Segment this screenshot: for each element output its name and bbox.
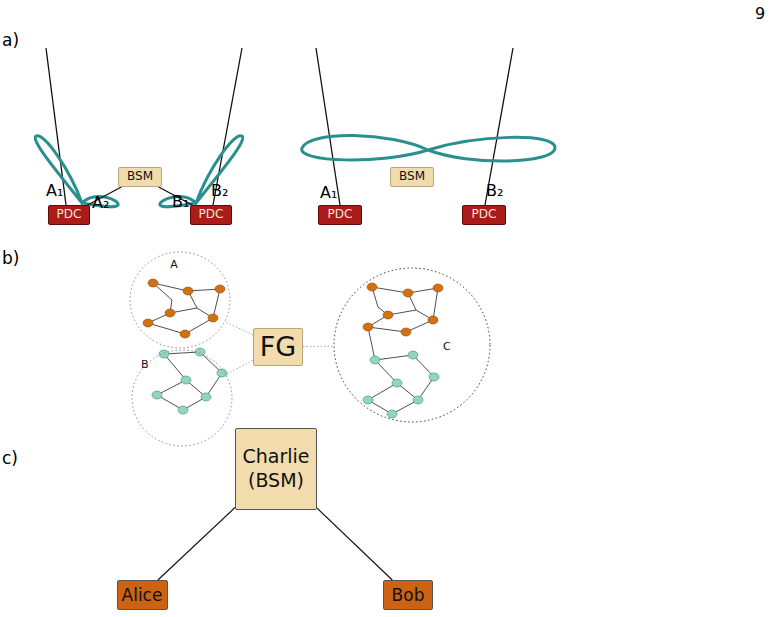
connector bbox=[227, 360, 253, 374]
measurement-box: BSM bbox=[118, 167, 162, 187]
port-label: B₁ bbox=[172, 194, 189, 210]
party-box: Charlie (BSM) bbox=[235, 428, 317, 510]
detector-label: PDC bbox=[57, 208, 82, 221]
fibre-line bbox=[485, 48, 513, 205]
region-label: A bbox=[170, 259, 178, 271]
box-label: BSM bbox=[399, 170, 425, 183]
party-box: Alice bbox=[117, 580, 168, 610]
detector-label: PDC bbox=[199, 208, 224, 221]
party-box: Bob bbox=[383, 580, 433, 610]
connector bbox=[158, 508, 235, 580]
generator-box: FG bbox=[253, 328, 303, 366]
fibre-line bbox=[213, 48, 242, 205]
port-label: A₁ bbox=[320, 185, 337, 201]
panel-label: a) bbox=[2, 32, 19, 49]
detector-label: PDC bbox=[472, 208, 497, 221]
party-label: Bob bbox=[392, 586, 425, 605]
graph-region: A bbox=[129, 251, 231, 349]
page-number: 9 bbox=[755, 6, 765, 22]
dotted-circle bbox=[333, 267, 491, 423]
connector bbox=[303, 346, 333, 347]
graph-region: B bbox=[131, 349, 233, 447]
detector-box: PDC bbox=[462, 205, 506, 225]
detector-box: PDC bbox=[318, 205, 362, 225]
detector-box: PDC bbox=[48, 205, 90, 225]
party-label: Charlie (BSM) bbox=[240, 445, 312, 493]
measurement-box: BSM bbox=[390, 167, 434, 187]
region-label: C bbox=[443, 341, 451, 353]
box-label: BSM bbox=[127, 170, 153, 183]
port-label: A₂ bbox=[92, 195, 109, 211]
detector-box: PDC bbox=[190, 205, 232, 225]
party-label: Alice bbox=[122, 586, 163, 605]
port-label: B₂ bbox=[211, 183, 228, 199]
detector-label: PDC bbox=[328, 208, 353, 221]
panel-label: b) bbox=[2, 250, 19, 267]
panel-label: c) bbox=[2, 450, 18, 467]
box-label: FG bbox=[260, 332, 296, 362]
graph-region: C bbox=[333, 267, 491, 423]
port-label: B₂ bbox=[486, 183, 503, 199]
connector bbox=[317, 508, 392, 580]
entanglement-loop bbox=[302, 135, 555, 161]
connector bbox=[226, 322, 253, 335]
port-label: A₁ bbox=[46, 183, 63, 199]
region-label: B bbox=[141, 359, 149, 371]
fibre-line bbox=[316, 48, 340, 205]
dotted-circle bbox=[129, 251, 231, 349]
